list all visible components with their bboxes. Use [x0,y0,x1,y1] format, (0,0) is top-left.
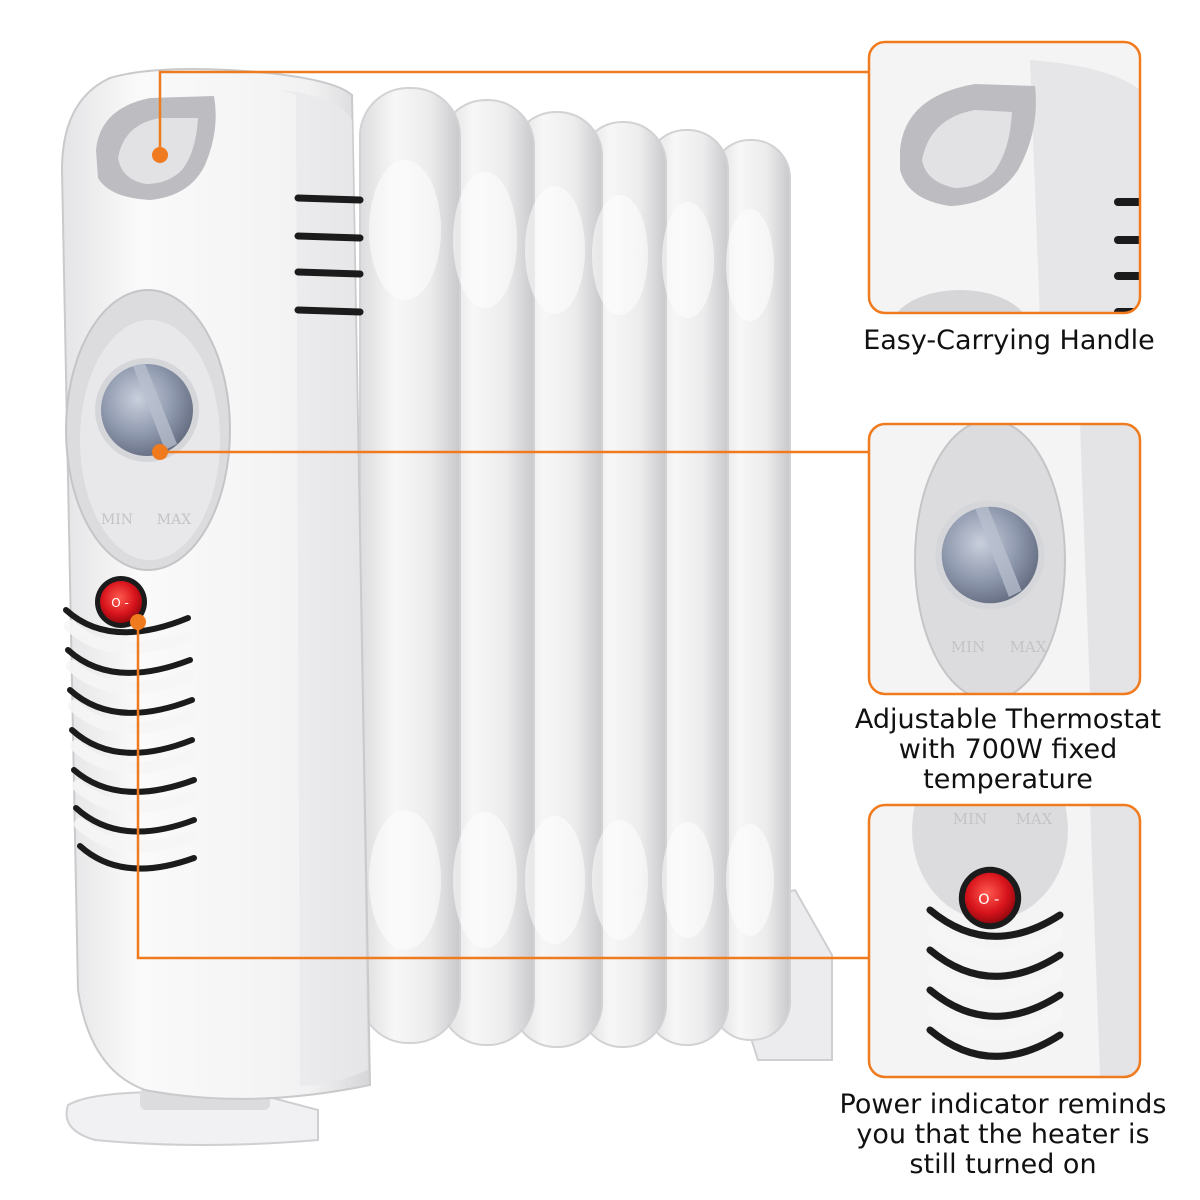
dial-max-label: MAX [157,512,191,528]
svg-text:MAX: MAX [1010,638,1047,656]
svg-text:MAX: MAX [1016,810,1053,828]
caption-power: Power indicator reminds you that the hea… [830,1090,1176,1180]
caption-handle: Easy-Carrying Handle [850,326,1168,356]
thermostat-knob-icon [95,358,199,462]
caption-line: with 700W fixed [898,734,1118,765]
svg-text:MIN: MIN [951,638,985,656]
caption-line: still turned on [909,1149,1097,1180]
heater-main: MIN MAX [60,68,833,1146]
dial-min-label: MIN [101,512,133,528]
thermostat-knob-icon [935,500,1045,610]
detail-box-power: MIN MAX [867,803,1142,1079]
caption-thermostat: Adjustable Thermostat with 700W fixed te… [840,705,1176,795]
power-switch-icon [958,866,1022,930]
caption-line: Power indicator reminds [839,1089,1167,1120]
svg-text:MIN: MIN [953,810,987,828]
caption-line: temperature [923,764,1093,795]
marker-power [130,614,146,630]
caption-line: you that the heater is [856,1119,1150,1150]
louvres [63,607,197,872]
caption-line: Easy-Carrying Handle [863,325,1155,356]
detail-box-thermostat: MIN MAX [867,422,1142,696]
caption-line: Adjustable Thermostat [854,704,1162,735]
detail-box-handle [867,40,1142,315]
leader-line-handle [158,70,868,155]
leader-line-power [136,622,868,960]
marker-handle [152,147,168,163]
leader-lines [136,70,868,960]
marker-thermostat [152,444,168,460]
vent-slots-top [294,194,364,316]
